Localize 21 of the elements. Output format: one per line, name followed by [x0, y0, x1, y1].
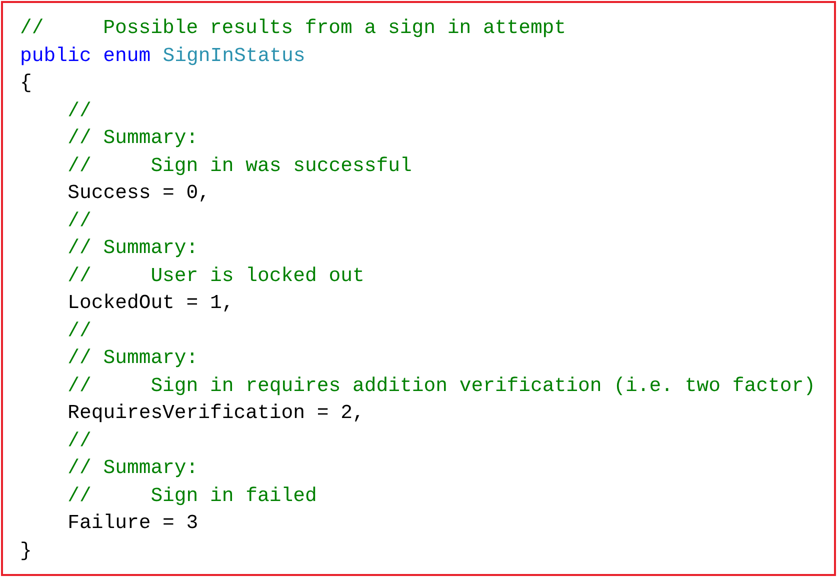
code-brace: } — [20, 538, 32, 562]
code-comment: // Summary: — [68, 456, 198, 480]
code-comment: // User is locked out — [68, 264, 364, 288]
code-comment: // — [68, 208, 92, 232]
type-name: SignInStatus — [162, 44, 306, 68]
code-line: Success = 0, — [68, 181, 210, 205]
code-comment: // Sign in was successful — [68, 154, 412, 178]
code-comment: // Summary: — [68, 346, 198, 370]
code-comment: // Sign in failed — [68, 484, 317, 508]
code-line: RequiresVerification = 2, — [68, 401, 364, 425]
code-comment: // Summary: — [68, 126, 198, 150]
code-comment: // Sign in requires addition verification (i.e. two factor) — [68, 374, 816, 398]
code-comment: // Possible results from a sign in attempt — [20, 16, 566, 40]
code-comment: // Summary: — [68, 236, 198, 260]
code-line: Failure = 3 — [68, 511, 198, 535]
code-comment: // — [68, 318, 92, 342]
code-keyword: public enum — [20, 44, 151, 68]
code-comment: // — [68, 428, 92, 452]
code-line: LockedOut = 1, — [68, 291, 234, 315]
code-comment: // — [68, 98, 92, 122]
code-line: { — [20, 71, 32, 95]
